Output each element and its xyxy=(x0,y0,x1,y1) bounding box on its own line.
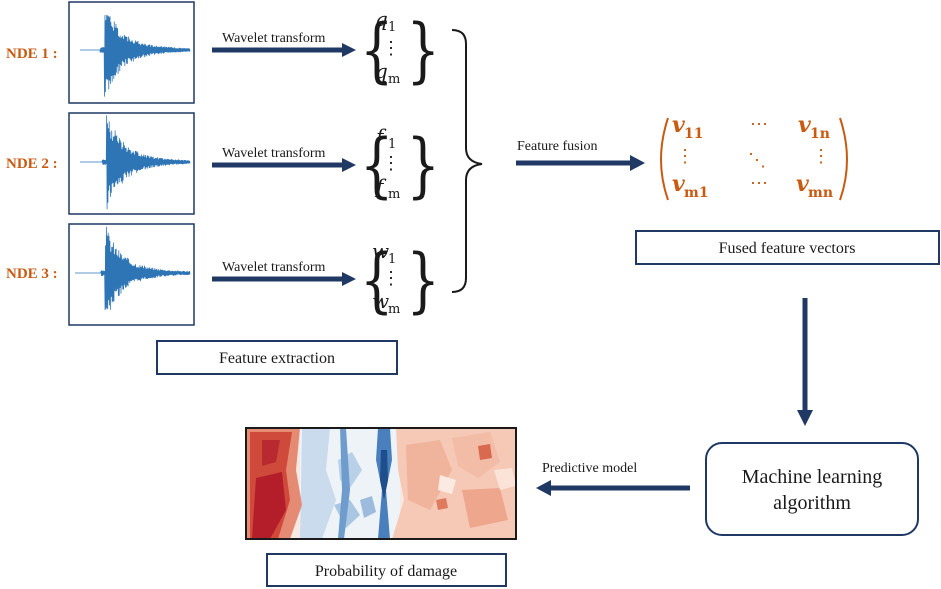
nde-1-waveform xyxy=(80,15,191,97)
ml-algorithm-label-line1: Machine learning xyxy=(742,466,883,488)
svg-text:⋯: ⋯ xyxy=(750,114,768,135)
probability-of-damage-label: Probability of damage xyxy=(315,563,457,580)
svg-text:⋱: ⋱ xyxy=(748,150,766,171)
matrix-right-paren xyxy=(839,117,848,201)
fused-feature-matrix: v 11 ⋯ v 1n ⋮ ⋱ ⋮ v m1 ⋯ v mn xyxy=(660,112,848,201)
svg-text:mn: mn xyxy=(808,185,833,201)
svg-text:⋮: ⋮ xyxy=(382,38,400,59)
svg-text:{: { xyxy=(360,125,393,206)
ml-algorithm-box xyxy=(705,442,919,536)
svg-text:⋮: ⋮ xyxy=(676,146,694,167)
svg-text:}: } xyxy=(407,125,440,206)
svg-text:⋮: ⋮ xyxy=(812,146,830,167)
predictive-model-label: Predictive model xyxy=(542,461,637,476)
svg-text:1: 1 xyxy=(388,20,396,35)
nde-3-signal xyxy=(68,223,195,326)
svg-text:⋮: ⋮ xyxy=(382,153,400,174)
nde-2-label: NDE 2 : xyxy=(6,156,58,172)
feature-extraction-label: Feature extraction xyxy=(219,350,335,367)
fusion-brace xyxy=(451,29,483,293)
svg-text:w: w xyxy=(372,239,389,263)
svg-text:1: 1 xyxy=(388,137,396,152)
to-ml-arrow-head xyxy=(797,410,813,426)
feature-vector-1: { } q 1 ⋮ q m xyxy=(360,7,440,91)
svg-text:11: 11 xyxy=(684,126,703,142)
feature-extraction-box xyxy=(156,340,398,375)
svg-text:q: q xyxy=(375,59,388,83)
svg-text:1: 1 xyxy=(388,252,396,267)
svg-text:{: { xyxy=(360,240,393,321)
probability-of-damage-box xyxy=(266,553,507,587)
feature-vector-3: { } w 1 ⋮ w m xyxy=(360,239,440,321)
fused-feature-vectors-box xyxy=(635,230,940,265)
damage-heatmap xyxy=(245,427,517,540)
svg-text:m: m xyxy=(388,187,400,202)
svg-text:w: w xyxy=(372,289,389,313)
feature-fusion-label: Feature fusion xyxy=(517,139,597,154)
feature-fusion-arrow-head xyxy=(630,155,645,171)
svg-text:}: } xyxy=(407,240,440,321)
svg-text:}: } xyxy=(407,10,440,91)
svg-text:v: v xyxy=(796,171,809,197)
svg-text:{: { xyxy=(360,10,393,91)
feature-vector-2: { } f 1 ⋮ f m xyxy=(360,124,440,206)
svg-text:⋯: ⋯ xyxy=(750,173,768,194)
svg-text:m: m xyxy=(388,72,400,87)
nde-3-waveform xyxy=(75,226,191,311)
wavelet-transform-label-3: Wavelet transform xyxy=(222,260,326,275)
predictive-model-arrow-head xyxy=(536,480,551,496)
nde-1-signal xyxy=(68,1,195,104)
svg-text:q: q xyxy=(375,7,388,31)
svg-text:v: v xyxy=(672,171,685,197)
svg-text:v: v xyxy=(672,112,685,138)
svg-text:m: m xyxy=(388,302,400,317)
nde-2-waveform xyxy=(80,115,191,210)
nde-2-signal xyxy=(68,112,195,215)
svg-text:m1: m1 xyxy=(684,185,709,201)
wavelet-arrow-2-head xyxy=(342,158,356,172)
matrix-left-paren xyxy=(660,117,669,201)
svg-text:⋮: ⋮ xyxy=(382,268,400,289)
nde-3-label: NDE 3 : xyxy=(6,266,58,282)
wavelet-transform-label-2: Wavelet transform xyxy=(222,146,326,161)
ml-algorithm-label-line2: algorithm xyxy=(773,492,851,514)
wavelet-arrow-3-head xyxy=(342,272,356,286)
wavelet-arrow-1-head xyxy=(342,43,356,57)
fused-feature-vectors-label: Fused feature vectors xyxy=(719,240,856,257)
nde-1-label: NDE 1 : xyxy=(6,46,58,62)
svg-text:1n: 1n xyxy=(810,126,830,142)
wavelet-transform-label-1: Wavelet transform xyxy=(222,31,326,46)
svg-text:v: v xyxy=(798,112,811,138)
